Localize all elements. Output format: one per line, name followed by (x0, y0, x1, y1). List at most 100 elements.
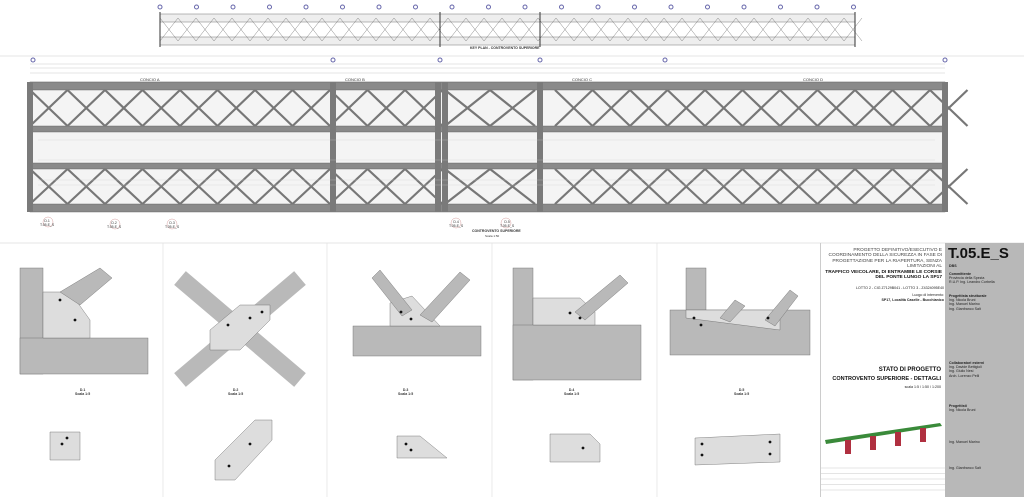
key-brace (465, 17, 485, 42)
bridge-pier (870, 436, 876, 450)
diagonal-brace (891, 89, 931, 127)
key-brace (501, 17, 521, 42)
diagonal-brace (216, 89, 256, 127)
gusset-plate (685, 309, 781, 331)
key-brace (573, 17, 593, 42)
scale: scala 1:5 / 1:50 / 1:200 (904, 385, 941, 389)
key-brace (321, 17, 341, 42)
signature: Ing. Gianfranco Salt (949, 466, 981, 470)
axis-marker (340, 4, 345, 10)
bolt (409, 317, 413, 321)
axis-marker (413, 4, 418, 10)
plate-outline (49, 431, 81, 461)
diagonal-brace (891, 168, 931, 205)
diagonal-brace (629, 89, 669, 127)
key-brace (843, 17, 863, 42)
diagonal-brace (291, 89, 331, 127)
bridge-pier (920, 428, 926, 442)
bolt (699, 323, 703, 327)
brace-angle (59, 267, 113, 306)
diagonal-brace (929, 89, 969, 127)
diagonal-brace (779, 168, 819, 205)
diagonal-brace (854, 168, 894, 205)
key-brace (213, 17, 233, 42)
bolt (409, 448, 413, 452)
bolt (248, 442, 252, 446)
bolt (248, 316, 252, 320)
bolt (768, 452, 772, 456)
beam-section (685, 267, 707, 311)
key-brace (375, 17, 395, 42)
bolt (692, 316, 696, 320)
key-brace (303, 17, 323, 42)
axis-marker (559, 4, 564, 10)
chord-beam (29, 81, 946, 91)
diagonal-brace (816, 89, 856, 127)
axis-marker (437, 57, 443, 63)
plate-outline (549, 433, 601, 463)
axis-marker (662, 57, 668, 63)
key-brace (519, 17, 539, 42)
location-label: Luogo di intervento: (912, 293, 944, 297)
bolt (700, 442, 704, 446)
key-brace (249, 17, 269, 42)
plate-outline (396, 435, 448, 459)
key-brace (627, 17, 647, 42)
bolt (399, 310, 403, 314)
diagonal-brace (104, 89, 144, 127)
key-brace (267, 17, 287, 42)
plan-title: CONTROVENTO SUPERIORE (472, 229, 521, 233)
bolt (568, 311, 572, 315)
project-description: PROGETTO DEFINITIVO/ESECUTIVO E COORDINA… (825, 248, 942, 281)
key-brace (555, 17, 575, 42)
plate-outline (694, 433, 781, 466)
diagonal-brace (66, 89, 106, 127)
key-brace (699, 17, 719, 42)
segment-label: CONCIO C (572, 77, 592, 82)
diagonal-brace (329, 89, 369, 127)
bolt (581, 446, 585, 450)
signature: Ing. Manuel Marino (949, 440, 980, 444)
brace-angle (371, 269, 413, 317)
bolt (227, 464, 231, 468)
diagonal-brace (741, 89, 781, 127)
diagonal-brace (816, 168, 856, 205)
key-chord (159, 36, 856, 46)
key-brace (645, 17, 665, 42)
transverse-beam (330, 82, 336, 212)
code-sub: DBS (949, 264, 957, 268)
diagonal-brace (741, 168, 781, 205)
diagonal-brace (666, 89, 706, 127)
diagonal-brace (366, 89, 406, 127)
key-brace (537, 17, 557, 42)
segment-label: CONCIO D (803, 77, 823, 82)
transverse-beam (27, 82, 33, 212)
key-brace (393, 17, 413, 42)
diagonal-brace (141, 89, 181, 127)
bridge-render (825, 423, 942, 444)
axis-marker (942, 57, 948, 63)
transverse-beam (537, 82, 543, 212)
key-brace (159, 17, 179, 42)
bolt (73, 318, 77, 322)
detail-callout-circle (42, 216, 54, 228)
axis-marker (303, 4, 309, 10)
lots: LOTTO 2 - CIG Z7129B041 - LOTTO 3 - Z432… (856, 286, 944, 290)
key-brace (195, 17, 215, 42)
key-brace (609, 17, 629, 42)
diagonal-brace (104, 168, 144, 205)
diagonal-brace (254, 89, 294, 127)
diagonal-brace (66, 168, 106, 205)
axis-marker (376, 4, 382, 10)
